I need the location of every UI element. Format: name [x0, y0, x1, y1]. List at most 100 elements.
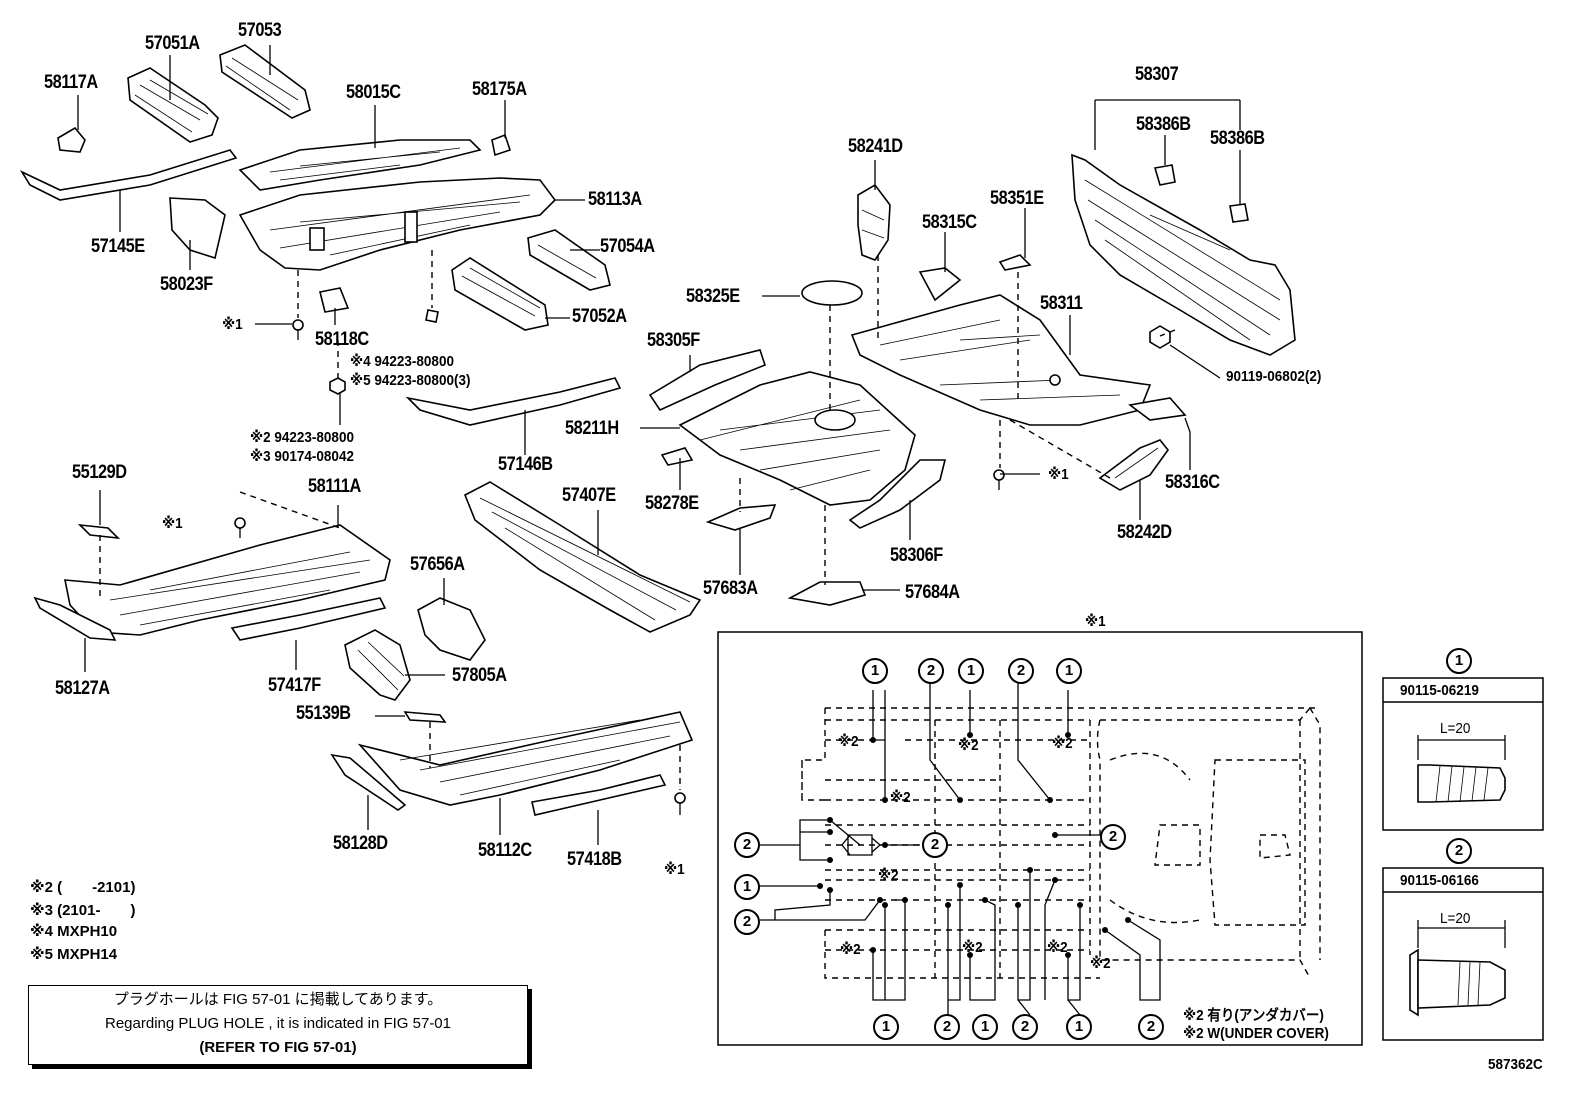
- plug-hole-line-en: Regarding PLUG HOLE , it is indicated in…: [105, 1015, 451, 1032]
- part-58278E-shape: [660, 447, 694, 466]
- marker-x1-a: ※1: [222, 316, 243, 333]
- label-58325E: 58325E: [686, 286, 740, 307]
- label-57052A: 57052A: [572, 306, 627, 327]
- part-58305F-shape: [648, 349, 766, 412]
- part-58386B-shape-1: [1153, 164, 1176, 186]
- part-57805A-shape: [344, 629, 411, 701]
- label-note3-90174: ※3 90174-08042: [250, 448, 354, 465]
- label-57145E: 57145E: [91, 236, 145, 257]
- label-58316C: 58316C: [1165, 472, 1220, 493]
- plug-hole-notice: プラグホールは FIG 57-01 に掲載してあります。 Regarding P…: [28, 985, 528, 1065]
- part-58241D-shape: [857, 183, 891, 261]
- label-57418B: 57418B: [567, 849, 622, 870]
- part-57052A-shape: [451, 257, 549, 331]
- callout-circle-1: 1: [734, 874, 760, 900]
- marker-x2: ※2: [838, 733, 859, 750]
- legend-with-under-cover-en: ※2 W(UNDER COVER): [1183, 1025, 1329, 1042]
- legend-with-under-cover-jp: ※2 有り(アンダカバー): [1183, 1007, 1324, 1024]
- label-58023F: 58023F: [160, 274, 213, 295]
- label-57146B: 57146B: [498, 454, 553, 475]
- callout-circle-1: 1: [1056, 658, 1082, 684]
- part-58127A-shape: [33, 596, 117, 641]
- label-57053: 57053: [238, 20, 282, 41]
- marker-x2: ※2: [878, 867, 899, 884]
- label-58112C: 58112C: [478, 840, 532, 861]
- part-57146B-shape: [405, 377, 622, 426]
- callout-circle-1: 1: [862, 658, 888, 684]
- label-note5-94223: ※5 94223-80800(3): [350, 372, 471, 389]
- dashed-relation-lines: [99, 250, 1176, 790]
- label-57054A: 57054A: [600, 236, 655, 257]
- part-55139B-shape: [403, 711, 447, 723]
- part-57054A-shape: [527, 229, 611, 291]
- label-58128D: 58128D: [333, 833, 388, 854]
- label-55139B: 55139B: [296, 703, 351, 724]
- label-58113A: 58113A: [588, 189, 642, 210]
- label-58127A: 58127A: [55, 678, 110, 699]
- part-55129D-shape: [77, 523, 121, 540]
- part-58112C-shape: [357, 711, 694, 806]
- label-58211H: 58211H: [565, 418, 619, 439]
- label-57051A: 57051A: [145, 33, 200, 54]
- label-58111A: 58111A: [308, 476, 361, 497]
- label-57656A: 57656A: [410, 554, 465, 575]
- callout-circle-1: 1: [972, 1014, 998, 1040]
- leader-lines: [77, 45, 1241, 845]
- callout-circle-2: 2: [1100, 824, 1126, 850]
- detail-dots: [817, 732, 1131, 958]
- part-58242D-shape: [1098, 439, 1170, 491]
- marker-x2: ※2: [1052, 735, 1073, 752]
- marker-x1-b: ※1: [162, 515, 183, 532]
- part-58306F-shape: [848, 459, 947, 529]
- callout-circle-1: 1: [873, 1014, 899, 1040]
- label-58386B-2: 58386B: [1210, 128, 1265, 149]
- note-4: ※4 MXPH10: [30, 923, 118, 940]
- label-57417F: 57417F: [268, 675, 321, 696]
- marker-x2: ※2: [958, 737, 979, 754]
- label-58118C: 58118C: [315, 329, 369, 350]
- marker-x2: ※2: [1090, 955, 1111, 972]
- bolt2-part-number: 90115-06166: [1400, 872, 1479, 889]
- bolt1-part-number: 90115-06219: [1400, 682, 1479, 699]
- label-58175A: 58175A: [472, 79, 527, 100]
- label-58241D: 58241D: [848, 136, 903, 157]
- label-57683A: 57683A: [703, 578, 758, 599]
- label-57684A: 57684A: [905, 582, 960, 603]
- callout-circle-2: 2: [934, 1014, 960, 1040]
- marker-x1-d: ※1: [664, 861, 685, 878]
- callout-circle-2: 2: [918, 658, 944, 684]
- label-58305F: 58305F: [647, 330, 700, 351]
- part-57683A-shape: [705, 504, 777, 531]
- note-3: ※3 (2101- ): [30, 902, 136, 919]
- label-58315C: 58315C: [922, 212, 977, 233]
- bolt1-drawing: [1382, 677, 1544, 831]
- marker-x1-c: ※1: [1048, 466, 1069, 483]
- part-58316C-shape: [1128, 397, 1187, 421]
- callout-circle-2: 2: [734, 832, 760, 858]
- part-58311-shape: [850, 294, 1152, 426]
- part-58325E-shape: [801, 280, 863, 306]
- callout-circle-2: 2: [1008, 658, 1034, 684]
- label-58278E: 58278E: [645, 493, 699, 514]
- callout-circle-1: 1: [958, 658, 984, 684]
- detail-box-frame: [717, 631, 1363, 1046]
- callout-circle-2: 2: [1138, 1014, 1164, 1040]
- bolt2-drawing: [1382, 867, 1544, 1041]
- bolt1-length: L=20: [1440, 720, 1471, 737]
- bolt2-length: L=20: [1440, 910, 1471, 927]
- note-2: ※2 ( -2101): [30, 879, 136, 896]
- label-58311: 58311: [1040, 293, 1083, 314]
- marker-x2: ※2: [1047, 939, 1068, 956]
- label-note4-94223: ※4 94223-80800: [350, 353, 454, 370]
- label-58386B-1: 58386B: [1136, 114, 1191, 135]
- label-58015C: 58015C: [346, 82, 401, 103]
- figure-code: 587362C: [1488, 1056, 1543, 1073]
- part-58113A-shape: [238, 177, 557, 271]
- label-58351E: 58351E: [990, 188, 1044, 209]
- detail-callout-lines: [760, 680, 1161, 1016]
- part-57417F-shape: [230, 597, 387, 641]
- part-57145E-shape: [19, 149, 238, 201]
- part-58118C-shape: [319, 287, 350, 313]
